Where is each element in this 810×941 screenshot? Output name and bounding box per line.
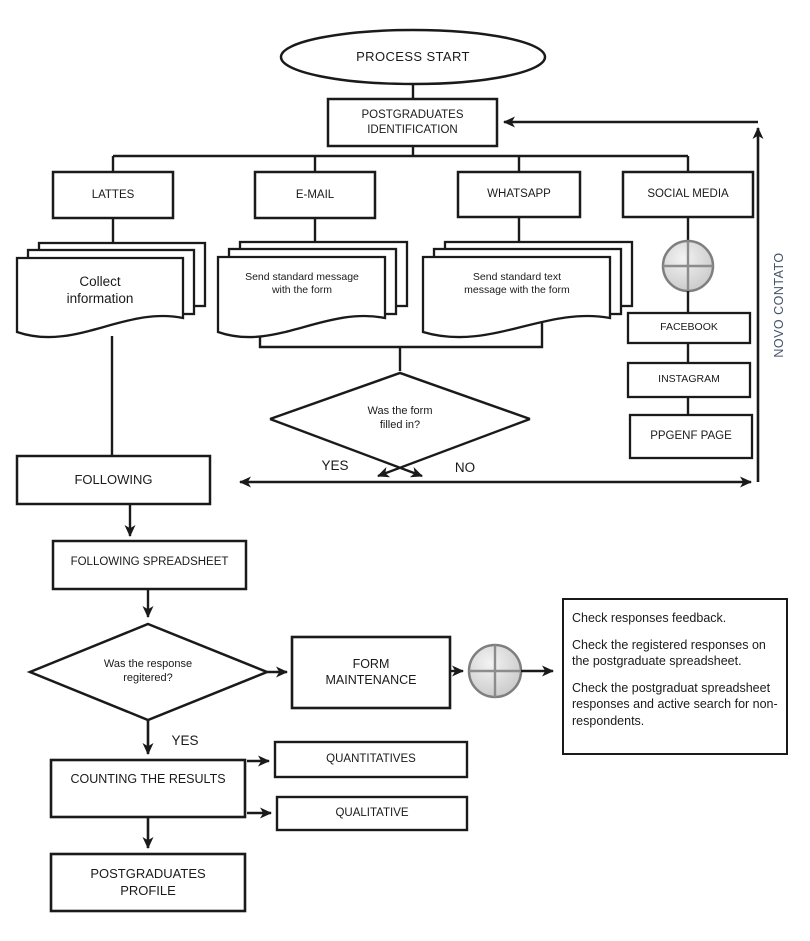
ppgenf-label: PPGENF PAGE bbox=[650, 430, 732, 443]
form-maintenance-box bbox=[290, 635, 452, 710]
form-maintenance-label: FORM MAINTENANCE bbox=[325, 656, 417, 687]
email-doc-label: Send standard message with the form bbox=[245, 270, 359, 296]
decision-form-diamond bbox=[269, 371, 531, 421]
following-box bbox=[15, 454, 212, 506]
counting-label: COUNTING THE RESULTS bbox=[70, 771, 226, 786]
facebook-box bbox=[626, 311, 752, 345]
lattes-label: LATTES bbox=[91, 188, 135, 201]
decision-form-label: Was the form filled in? bbox=[367, 405, 433, 431]
qualitative-label: QUALITATIVE bbox=[335, 807, 409, 820]
email-doc-stack bbox=[216, 240, 409, 339]
collect-information-label: Collect information bbox=[66, 274, 134, 306]
counting-box bbox=[49, 758, 247, 819]
yes2-label: YES bbox=[171, 732, 199, 748]
whatsapp-label: WHATSAPP bbox=[487, 188, 551, 201]
yes-label: YES bbox=[321, 457, 349, 473]
check-3: Check the postgraduat spreadsheet respon… bbox=[572, 680, 778, 728]
identification-label: POSTGRADUATES IDENTIFICATION bbox=[361, 109, 464, 136]
spreadsheet-box bbox=[51, 539, 248, 591]
check-1: Check responses feedback. bbox=[572, 611, 727, 625]
email-label: E-MAIL bbox=[295, 188, 335, 201]
quantitatives-label: QUANTITATIVES bbox=[326, 753, 416, 766]
lattes-box bbox=[51, 170, 175, 220]
ppgenf-box bbox=[628, 413, 754, 460]
start-label: PROCESS START bbox=[356, 49, 470, 65]
quantitatives-box bbox=[273, 740, 469, 779]
whatsapp-doc-label: Send standard text message with the form bbox=[464, 270, 570, 296]
decision-response-label: Was the response regitered? bbox=[103, 658, 193, 684]
no-label: NO bbox=[454, 459, 476, 475]
whatsapp-box bbox=[456, 170, 582, 219]
profile-label: POSTGRADUATES PROFILE bbox=[90, 866, 206, 898]
social-media-label: SOCIAL MEDIA bbox=[647, 188, 729, 201]
qualitative-box bbox=[275, 795, 469, 832]
social-media-box bbox=[621, 170, 755, 219]
decision-form-edge-yes bbox=[377, 417, 531, 478]
email-box bbox=[253, 170, 377, 220]
identification-box bbox=[326, 97, 499, 148]
novo-contato-label: NOVO CONTATO bbox=[772, 252, 786, 358]
spreadsheet-label: FOLLOWING SPREADSHEET bbox=[70, 555, 229, 568]
facebook-label: FACEBOOK bbox=[660, 321, 718, 334]
checks-note: Check responses feedback. Check the regi… bbox=[562, 598, 788, 755]
junction-circle-checks-cross bbox=[469, 645, 521, 697]
whatsapp-doc-stack bbox=[421, 240, 634, 339]
check-2: Check the registered responses on the po… bbox=[572, 637, 766, 669]
lattes-doc-stack bbox=[15, 241, 207, 339]
profile-box bbox=[49, 852, 247, 913]
junction-circle-social-cross bbox=[663, 241, 713, 291]
instagram-box bbox=[626, 361, 752, 399]
following-label: FOLLOWING bbox=[74, 471, 153, 487]
top-connectors bbox=[111, 84, 690, 246]
instagram-label: INSTAGRAM bbox=[658, 373, 720, 386]
decision-form-edge-no bbox=[269, 417, 423, 478]
